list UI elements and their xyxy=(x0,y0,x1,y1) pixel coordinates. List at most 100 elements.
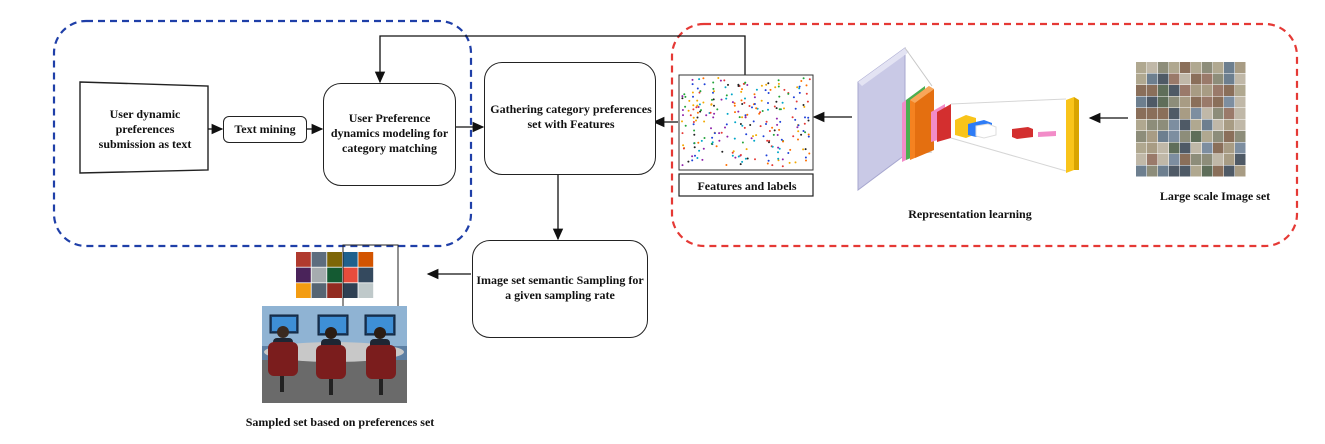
scatter-point xyxy=(739,163,742,166)
scatter-point xyxy=(758,112,761,115)
scatter-point xyxy=(765,83,768,86)
scatter-point xyxy=(703,137,706,139)
image-tile xyxy=(1180,142,1191,154)
scatter-point xyxy=(726,112,729,115)
scatter-point xyxy=(774,86,777,89)
image-tile xyxy=(1202,73,1213,85)
image-tile xyxy=(1202,165,1213,177)
learning-side-group xyxy=(670,22,1299,248)
representation-learning-caption: Representation learning xyxy=(908,206,1032,221)
scatter-point xyxy=(744,114,747,117)
scatter-point xyxy=(695,106,698,109)
scatter-point xyxy=(681,120,683,123)
scatter-point xyxy=(720,131,723,134)
scatter-point xyxy=(733,102,736,105)
image-tile xyxy=(1158,142,1169,154)
scatter-point xyxy=(755,107,758,110)
scatter-point xyxy=(769,88,772,91)
scatter-point xyxy=(777,151,779,154)
scatter-point xyxy=(782,140,784,143)
scatter-point xyxy=(741,160,744,163)
scatter-point xyxy=(689,114,692,117)
scatter-point xyxy=(755,88,758,91)
scatter-point xyxy=(713,112,716,115)
sample-thumbnail xyxy=(311,267,327,283)
image-tile xyxy=(1180,108,1191,119)
scatter-point xyxy=(712,81,715,84)
scatter-point xyxy=(752,120,755,123)
scatter-point xyxy=(778,147,781,150)
image-tile xyxy=(1180,62,1191,73)
scatter-point xyxy=(804,116,806,119)
scatter-point xyxy=(767,82,770,85)
scatter-point xyxy=(748,105,751,107)
scatter-point xyxy=(800,80,803,82)
image-tile xyxy=(1224,165,1235,177)
scatter-point xyxy=(699,110,702,113)
image-tile xyxy=(1224,119,1235,131)
scatter-point xyxy=(740,99,743,102)
preference-modeling-label: User Preference dynamics modeling for ca… xyxy=(330,110,449,155)
scatter-point xyxy=(781,158,784,161)
scatter-point xyxy=(743,101,746,104)
image-tile xyxy=(1158,119,1169,131)
image-tile xyxy=(1169,119,1180,131)
scatter-point xyxy=(775,117,778,120)
image-tile xyxy=(1136,85,1147,96)
features-label-box xyxy=(678,173,814,197)
scatter-point xyxy=(692,108,695,111)
scatter-point xyxy=(712,87,715,90)
scatter-point xyxy=(804,131,807,134)
scatter-point xyxy=(797,138,799,141)
sample-thumbnail xyxy=(342,252,358,267)
scatter-point xyxy=(783,107,785,110)
scatter-point xyxy=(795,100,798,103)
scatter-point xyxy=(800,133,803,136)
scatter-point xyxy=(703,120,706,123)
scatter-point xyxy=(808,152,811,155)
scatter-point xyxy=(777,82,780,85)
scatter-point xyxy=(739,123,742,125)
image-tile xyxy=(1202,131,1213,142)
scatter-point xyxy=(725,164,728,166)
scatter-point xyxy=(750,137,753,140)
sample-thumbnail xyxy=(327,283,342,298)
sample-thumbnail xyxy=(311,252,327,267)
scatter-point xyxy=(804,156,807,159)
image-tile xyxy=(1213,62,1224,73)
scatter-point xyxy=(775,107,778,110)
scatter-point xyxy=(781,165,784,168)
scatter-point xyxy=(698,91,701,94)
scatter-point xyxy=(789,148,792,151)
scatter-point xyxy=(701,158,704,161)
scatter-point xyxy=(713,104,715,107)
scatter-point xyxy=(725,123,728,126)
sample-thumbnail xyxy=(296,267,311,283)
scatter-point xyxy=(696,116,699,119)
image-tile xyxy=(1136,108,1147,119)
scatter-point xyxy=(702,77,705,80)
scatter-point xyxy=(745,133,748,136)
image-tile xyxy=(1147,85,1158,96)
scatter-point xyxy=(741,103,744,105)
scatter-point xyxy=(682,114,684,117)
gathering-label: Gathering category preferences set with … xyxy=(490,102,652,131)
sampling-label: Image set semantic Sampling for a given … xyxy=(476,273,644,302)
scatter-point xyxy=(713,90,715,93)
scatter-point xyxy=(797,130,800,133)
scatter-point xyxy=(687,160,690,163)
scatter-point xyxy=(760,84,763,87)
image-tile xyxy=(1158,62,1169,73)
scatter-point xyxy=(712,98,715,101)
scatter-point xyxy=(725,97,728,100)
scatter-point xyxy=(787,92,790,95)
sample-thumbnail xyxy=(358,267,374,283)
scatter-point xyxy=(684,124,687,127)
scatter-point xyxy=(798,85,801,88)
image-tile xyxy=(1147,165,1158,177)
scatter-point xyxy=(718,139,721,142)
scatter-point xyxy=(777,159,780,162)
image-set-grid xyxy=(1136,62,1246,177)
scatter-point xyxy=(788,161,791,164)
scatter-point xyxy=(737,110,740,113)
